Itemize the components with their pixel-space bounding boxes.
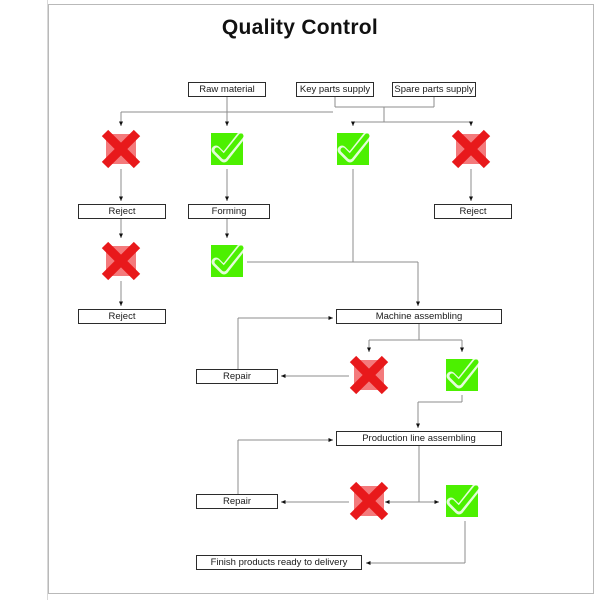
box-forming[interactable]: Forming [188,204,270,219]
green-check-approve-icon[interactable] [207,129,247,169]
box-reject-raw[interactable]: Reject [78,204,166,219]
red-cross-reject-icon[interactable] [349,355,389,395]
red-cross-reject-icon[interactable] [451,129,491,169]
box-finish-products[interactable]: Finish products ready to delivery [196,555,362,570]
box-machine-assembling[interactable]: Machine assembling [336,309,502,324]
box-spare-parts-supply[interactable]: Spare parts supply [392,82,476,97]
box-reject-parts[interactable]: Reject [434,204,512,219]
box-repair-production-line[interactable]: Repair [196,494,278,509]
green-check-approve-icon[interactable] [442,481,482,521]
red-cross-reject-icon[interactable] [101,241,141,281]
page-frame [48,4,594,594]
red-cross-reject-icon[interactable] [349,481,389,521]
red-cross-reject-icon[interactable] [101,129,141,169]
box-repair-machine[interactable]: Repair [196,369,278,384]
page-title: Quality Control [221,16,379,39]
green-check-approve-icon[interactable] [207,241,247,281]
box-raw-material[interactable]: Raw material [188,82,266,97]
box-key-parts-supply[interactable]: Key parts supply [296,82,374,97]
green-check-approve-icon[interactable] [333,129,373,169]
box-production-line-assembling[interactable]: Production line assembling [336,431,502,446]
page-left-margin [0,0,48,600]
box-reject-forming[interactable]: Reject [78,309,166,324]
green-check-approve-icon[interactable] [442,355,482,395]
